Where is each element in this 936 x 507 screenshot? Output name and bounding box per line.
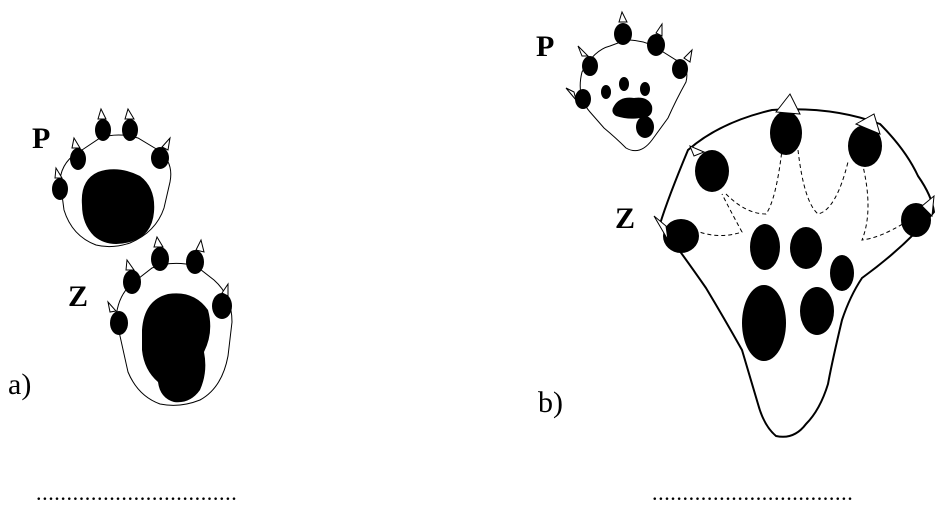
panel-b-hind-footprint xyxy=(653,93,936,438)
panel-b-label: b) xyxy=(538,386,563,419)
panel-b-answer-line: ................................. xyxy=(652,480,853,505)
panel-a-hind-footprint xyxy=(107,235,233,406)
panel-b-hind-label: Z xyxy=(615,202,635,235)
panel-a-hind-label: Z xyxy=(68,280,88,313)
panel-b: P Z b) ................................. xyxy=(536,10,936,505)
panel-b-front-label: P xyxy=(536,30,554,63)
panel-b-front-footprint xyxy=(565,10,693,152)
panel-a-label: a) xyxy=(8,368,31,401)
panel-a-front-footprint xyxy=(52,107,172,248)
panel-a-answer-line: ................................. xyxy=(36,480,237,505)
panel-a-front-label: P xyxy=(32,122,50,155)
panel-a: P Z a) ................................. xyxy=(8,107,237,505)
